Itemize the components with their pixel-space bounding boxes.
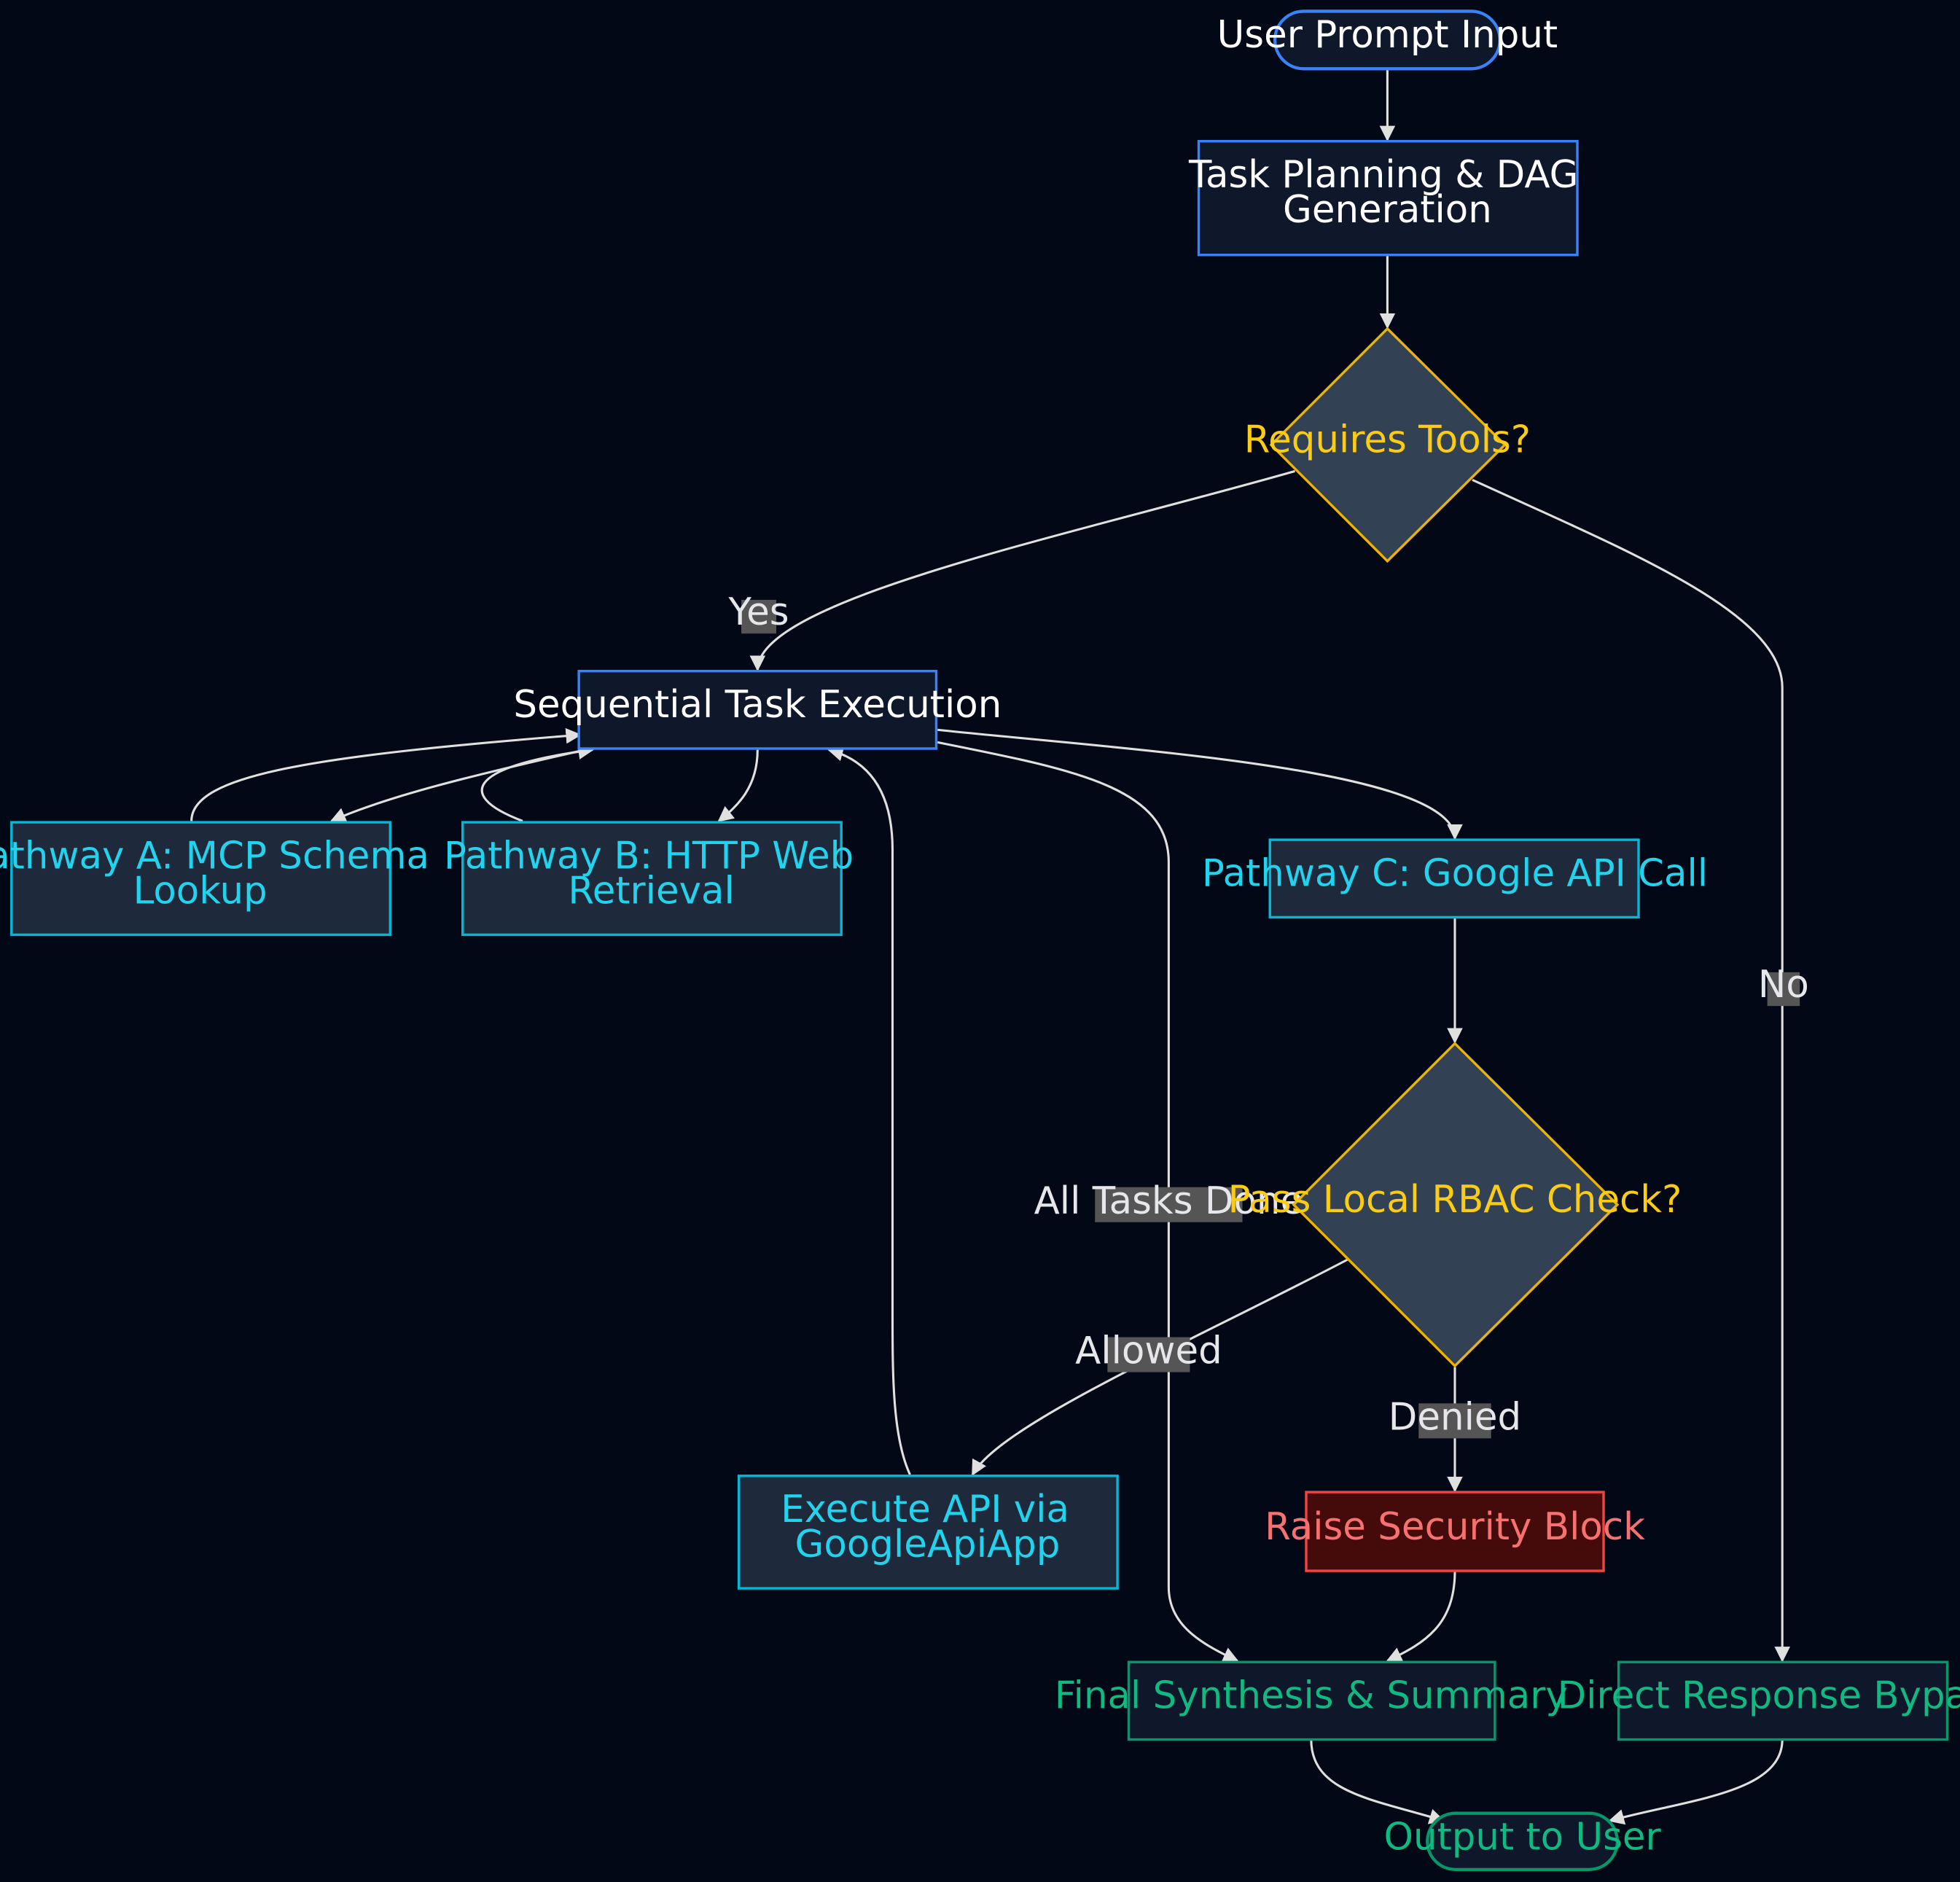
edge-rbac-execute_api bbox=[971, 1258, 1348, 1476]
node-execute-api-shape bbox=[737, 1475, 1119, 1590]
edge-security_block-final_synthesis bbox=[1386, 1571, 1456, 1663]
node-pathway-c-shape bbox=[1268, 838, 1640, 919]
node-user-prompt[interactable]: User Prompt Input bbox=[1217, 9, 1558, 71]
node-direct-bypass[interactable]: Direct Response Bypass bbox=[1558, 1660, 1960, 1741]
node-security-block-label: Raise Security Block bbox=[1265, 1505, 1645, 1549]
node-output-label: Output to User bbox=[1384, 1815, 1662, 1859]
edge-label-yes-bg bbox=[741, 599, 777, 634]
edge-label-yes: Yes bbox=[728, 590, 789, 634]
edge-final_synthesis-output bbox=[1310, 1739, 1445, 1824]
node-execute-api[interactable]: Execute API via GoogleApiApp bbox=[737, 1475, 1119, 1590]
node-requires-tools-label: Requires Tools? bbox=[1244, 418, 1531, 462]
edge-sequential-pathway_c bbox=[937, 728, 1463, 840]
edge-pathway_b-sequential bbox=[480, 743, 595, 822]
node-direct-bypass-shape bbox=[1617, 1660, 1949, 1741]
node-sequential-label: Sequential Task Execution bbox=[513, 683, 1002, 727]
node-rbac[interactable]: Pass Local RBAC Check? bbox=[1228, 1042, 1682, 1368]
edge-label-all-tasks-done-bg bbox=[1095, 1187, 1243, 1222]
node-final-synthesis-shape bbox=[1127, 1660, 1496, 1741]
node-execute-api-label-line1: Execute API via bbox=[781, 1488, 1069, 1531]
edge-direct_bypass-output bbox=[1608, 1739, 1784, 1825]
node-pathway-c[interactable]: Pathway C: Google API Call bbox=[1202, 838, 1708, 919]
edge-label-no-text: No bbox=[1758, 963, 1809, 1007]
node-pathway-b-label-line2: Retrieval bbox=[568, 870, 735, 913]
node-user-prompt-label: User Prompt Input bbox=[1217, 13, 1558, 57]
edge-label-allowed: Allowed bbox=[1075, 1329, 1222, 1373]
node-output-shape bbox=[1426, 1811, 1620, 1871]
edge-label-allowed-text: Allowed bbox=[1075, 1329, 1222, 1373]
edge-label-denied-bg bbox=[1418, 1403, 1491, 1439]
edge-execute_api-sequential bbox=[827, 746, 911, 1475]
node-final-synthesis[interactable]: Final Synthesis & Summary bbox=[1055, 1660, 1568, 1741]
node-sequential-shape bbox=[577, 669, 938, 750]
node-task-planning-shape bbox=[1197, 140, 1579, 257]
edge-requires_tools-direct_bypass bbox=[1472, 478, 1790, 1663]
edge-label-all-tasks-done: All Tasks Done bbox=[1034, 1179, 1304, 1223]
node-user-prompt-shape bbox=[1273, 9, 1502, 71]
edge-sequential-pathway_a bbox=[329, 749, 586, 823]
node-pathway-a-shape bbox=[10, 821, 391, 937]
edge-label-allowed-bg bbox=[1107, 1337, 1190, 1373]
node-task-planning-label-line2: Generation bbox=[1283, 188, 1492, 232]
edge-labels: Yes No All Tasks Done Allowed Denied bbox=[728, 590, 1809, 1439]
node-execute-api-label-line2: GoogleApiApp bbox=[795, 1523, 1061, 1566]
node-requires-tools-shape bbox=[1269, 327, 1507, 563]
node-pathway-b-shape bbox=[461, 821, 843, 937]
node-output[interactable]: Output to User bbox=[1384, 1811, 1662, 1871]
node-pathway-a[interactable]: Pathway A: MCP Schema Lookup bbox=[0, 821, 429, 937]
node-pathway-b-label-line1: Pathway B: HTTP Web bbox=[444, 835, 854, 878]
edge-label-no-bg bbox=[1767, 972, 1800, 1007]
node-rbac-label: Pass Local RBAC Check? bbox=[1228, 1178, 1682, 1222]
node-security-block-shape bbox=[1305, 1491, 1605, 1572]
node-pathway-b[interactable]: Pathway B: HTTP Web Retrieval bbox=[444, 821, 854, 937]
edge-requires_tools-sequential bbox=[749, 469, 1295, 672]
edge-label-denied: Denied bbox=[1389, 1395, 1521, 1439]
edge-sequential-pathway_b bbox=[717, 749, 759, 822]
node-pathway-a-label-line1: Pathway A: MCP Schema bbox=[0, 835, 429, 878]
edge-label-denied-text: Denied bbox=[1389, 1395, 1521, 1439]
node-task-planning-label-line1: Task Planning & DAG bbox=[1188, 153, 1578, 197]
edge-label-all-tasks-done-text: All Tasks Done bbox=[1034, 1179, 1304, 1223]
node-pathway-a-label-line2: Lookup bbox=[133, 870, 268, 913]
node-final-synthesis-label: Final Synthesis & Summary bbox=[1055, 1674, 1568, 1718]
node-rbac-shape bbox=[1292, 1042, 1620, 1368]
nodes: User Prompt Input Task Planning & DAG Ge… bbox=[0, 9, 1960, 1871]
node-security-block[interactable]: Raise Security Block bbox=[1265, 1491, 1645, 1572]
node-requires-tools[interactable]: Requires Tools? bbox=[1244, 327, 1531, 563]
node-task-planning[interactable]: Task Planning & DAG Generation bbox=[1188, 140, 1579, 257]
node-pathway-c-label: Pathway C: Google API Call bbox=[1202, 852, 1708, 896]
edge-sequential-final_synthesis bbox=[937, 741, 1239, 1663]
node-direct-bypass-label: Direct Response Bypass bbox=[1558, 1674, 1960, 1718]
node-sequential[interactable]: Sequential Task Execution bbox=[513, 669, 1002, 750]
edge-label-no: No bbox=[1758, 963, 1809, 1007]
edge-pathway_a-sequential bbox=[190, 727, 582, 821]
edge-label-yes-text: Yes bbox=[728, 590, 789, 634]
